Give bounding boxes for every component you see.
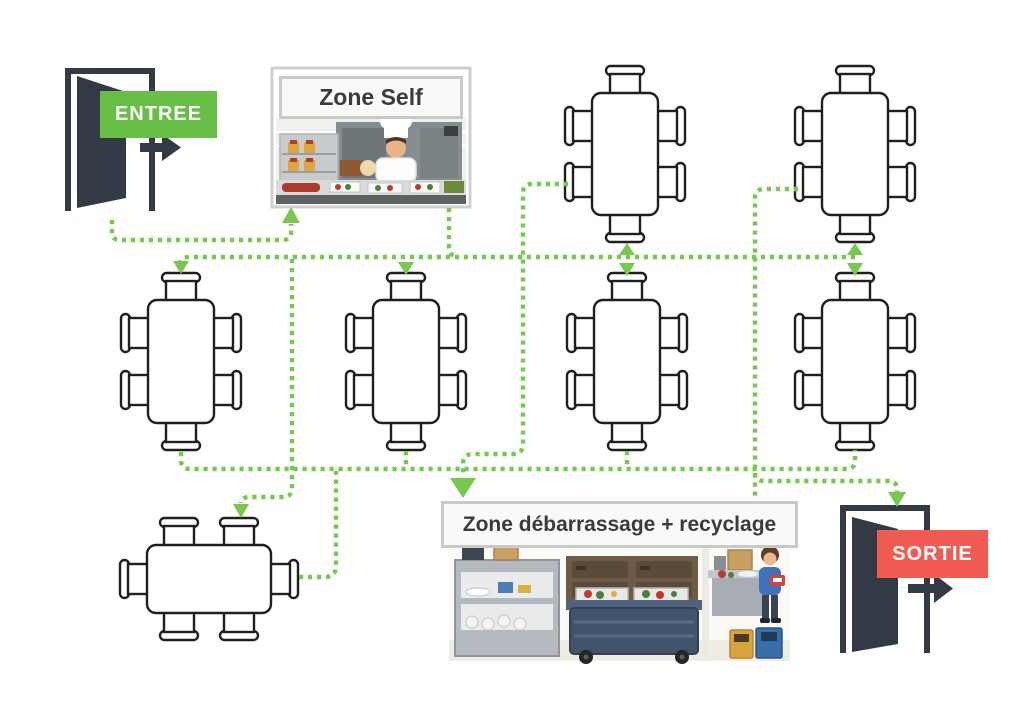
entrance-label: ENTREE: [100, 91, 217, 138]
recycling-bins-icon: [729, 627, 783, 659]
tray-trolley-icon: [566, 587, 702, 664]
flow-arrow-into-table-mid2: [398, 262, 414, 275]
chef-icon: [375, 113, 417, 183]
flow-path-to-exit: [752, 472, 900, 492]
flow-path-entrance-to-self: [109, 220, 294, 243]
table-mid-3: [565, 271, 689, 452]
flow-arrow-into-clearing-zone: [450, 478, 476, 498]
display-shelf-icon: [279, 133, 339, 189]
flow-arrow-into-table-bottom: [233, 504, 249, 518]
table-mid-2: [344, 271, 468, 452]
person-recycling-icon: [759, 546, 785, 623]
flow-arrow-into-exit: [888, 492, 906, 507]
dish-shelf-icon: [454, 543, 560, 657]
entrance-arrow-icon: [140, 134, 181, 161]
sorting-counter-icon: [708, 549, 772, 616]
table-bottom: [118, 516, 300, 642]
flow-path-table-top2-exit: [752, 186, 798, 497]
clearing-zone-banner: Zone débarrassage + recyclage: [441, 501, 798, 548]
table-mid-1: [119, 271, 243, 452]
table-top-1: [563, 64, 687, 244]
flow-path-self-feed: [446, 208, 460, 260]
flow-arrow-into-table-mid1: [173, 261, 189, 274]
flow-arrow-into-self-zone: [282, 207, 300, 223]
exit-arrow-icon: [908, 574, 953, 603]
clearing-zone-illustration: [449, 543, 790, 664]
flow-path-to-bottom-table: [238, 259, 295, 504]
flow-collector-line: [178, 450, 858, 472]
flow-path-bottom-table-exit: [299, 471, 339, 580]
flow-arrow-into-table-mid3: [619, 263, 635, 276]
flow-arrow-into-table-top2: [847, 243, 863, 255]
food-crate: [340, 160, 362, 176]
table-top-2: [793, 64, 917, 244]
self-zone-banner: Zone Self: [279, 76, 463, 119]
flow-arrow-into-table-mid4: [847, 263, 863, 276]
table-mid-4: [793, 271, 917, 452]
flow-path-table-top1-exit: [460, 181, 568, 476]
exit-label: SORTIE: [877, 530, 988, 578]
flow-arrows: [173, 207, 906, 518]
partition: [702, 548, 709, 661]
flow-arrow-into-table-top1: [619, 243, 635, 255]
